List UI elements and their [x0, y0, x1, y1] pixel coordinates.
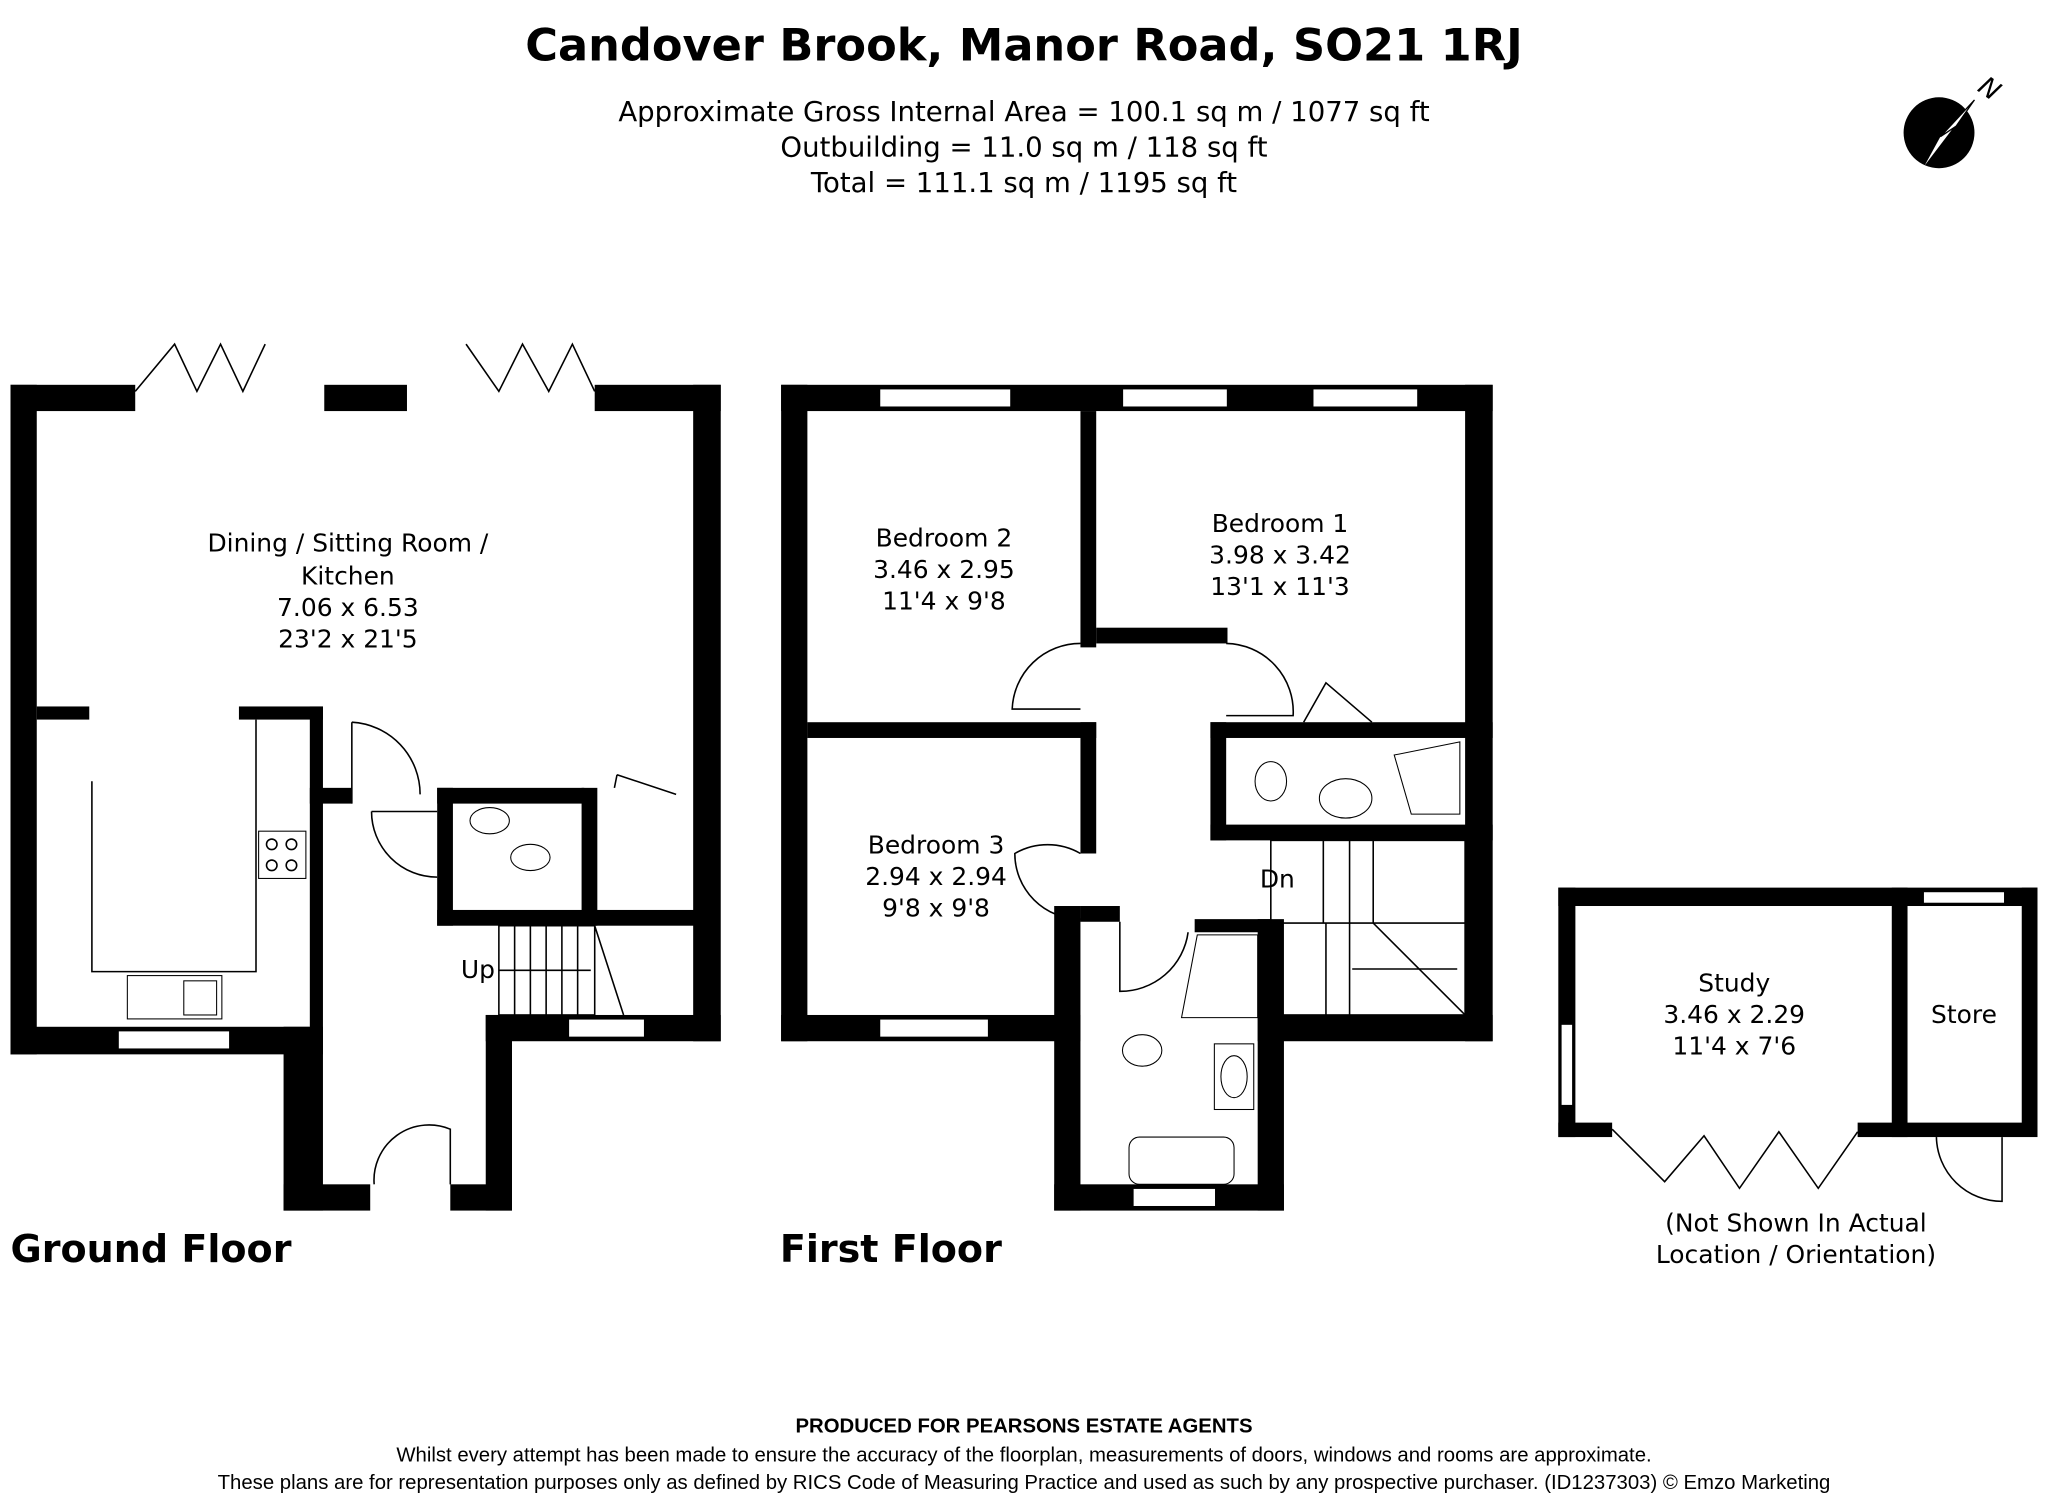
- room-dims-dining-imperial: 23'2 x 21'5: [278, 624, 418, 653]
- disclaimer-line-2: These plans are for representation purpo…: [218, 1472, 1831, 1493]
- room-label-bedroom-3: Bedroom 3: [868, 830, 1005, 859]
- total-area: Total = 111.1 sq m / 1195 sq ft: [810, 167, 1237, 199]
- gross-area: Approximate Gross Internal Area = 100.1 …: [618, 96, 1430, 128]
- stairs-up-label: Up: [461, 955, 495, 984]
- outbuilding-plan: Study 3.46 x 2.29 11'4 x 7'6 Store: [1558, 887, 2038, 1203]
- outbuilding-area: Outbuilding = 11.0 sq m / 118 sq ft: [780, 131, 1267, 163]
- room-dims-bedroom-1-metric: 3.98 x 3.42: [1209, 540, 1351, 569]
- plan-title: Candover Brook, Manor Road, SO21 1RJ: [525, 20, 1522, 72]
- room-label-study: Study: [1698, 968, 1770, 997]
- room-label-bedroom-1: Bedroom 1: [1212, 509, 1349, 538]
- room-dims-bedroom-3-metric: 2.94 x 2.94: [865, 862, 1007, 891]
- first-floor-label: First Floor: [780, 1227, 1002, 1271]
- room-dims-bedroom-2-metric: 3.46 x 2.95: [873, 555, 1015, 584]
- ground-floor-plan: Dining / Sitting Room / Kitchen 7.06 x 6…: [10, 342, 721, 1211]
- room-dims-dining-metric: 7.06 x 6.53: [277, 593, 419, 622]
- first-floor-plan: Bedroom 2 3.46 x 2.95 11'4 x 9'8 Bedroom…: [781, 384, 1493, 1211]
- ground-floor-label: Ground Floor: [11, 1227, 292, 1271]
- stairs-down-label: Dn: [1260, 865, 1295, 894]
- compass-north-label: N: [1972, 71, 2005, 107]
- room-dims-study-metric: 3.46 x 2.29: [1663, 1000, 1805, 1029]
- room-label-dining-line2: Kitchen: [301, 561, 395, 590]
- room-dims-bedroom-2-imperial: 11'4 x 9'8: [882, 586, 1006, 615]
- room-dims-study-imperial: 11'4 x 7'6: [1672, 1031, 1796, 1060]
- room-label-store: Store: [1931, 1000, 1997, 1029]
- room-label-dining-line1: Dining / Sitting Room /: [207, 529, 488, 558]
- room-label-bedroom-2: Bedroom 2: [876, 523, 1013, 552]
- compass-icon: N: [1903, 71, 2006, 169]
- outbuilding-note-line2: Location / Orientation): [1656, 1240, 1936, 1269]
- room-dims-bedroom-1-imperial: 13'1 x 11'3: [1210, 572, 1350, 601]
- produced-for: PRODUCED FOR PEARSONS ESTATE AGENTS: [795, 1415, 1252, 1437]
- outbuilding-note-line1: (Not Shown In Actual: [1665, 1209, 1927, 1238]
- room-dims-bedroom-3-imperial: 9'8 x 9'8: [882, 894, 990, 923]
- disclaimer-line-1: Whilst every attempt has been made to en…: [396, 1444, 1651, 1466]
